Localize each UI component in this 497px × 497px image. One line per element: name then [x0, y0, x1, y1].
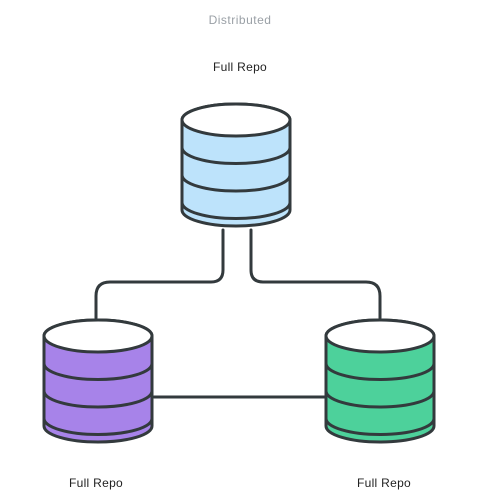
database-band: [180, 202, 292, 220]
repo-label-top: Full Repo: [213, 60, 267, 74]
database-band: [324, 363, 436, 381]
repo-label-right: Full Repo: [357, 476, 411, 490]
database-lid: [180, 102, 292, 138]
database-lid: [42, 318, 154, 354]
database-band: [324, 418, 436, 436]
database-band: [324, 390, 436, 409]
database-band: [42, 418, 154, 436]
database-icon: [180, 102, 292, 228]
diagram-title: Distributed: [209, 13, 272, 27]
connector-top-to-right: [249, 228, 382, 320]
database-lid: [324, 318, 436, 354]
connectors: [94, 228, 382, 399]
database-band: [180, 147, 292, 165]
database-icon: [42, 318, 154, 444]
connector-top-to-left: [94, 228, 225, 320]
database-band: [42, 363, 154, 381]
database-icon: [324, 318, 436, 444]
database-band: [42, 390, 154, 409]
database-band: [180, 174, 292, 193]
repo-label-left: Full Repo: [69, 476, 123, 490]
